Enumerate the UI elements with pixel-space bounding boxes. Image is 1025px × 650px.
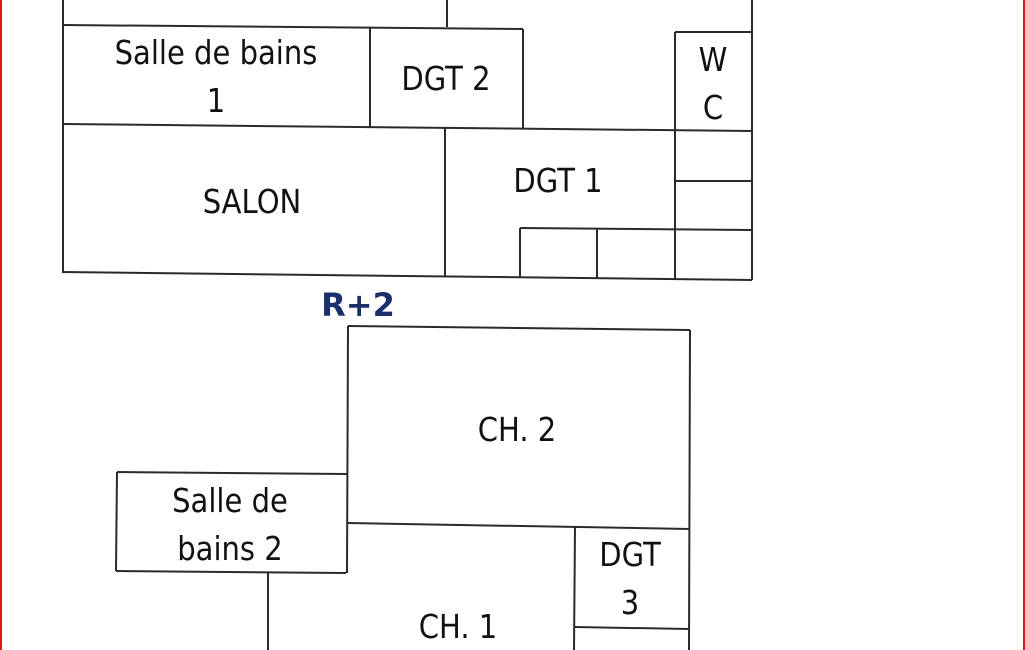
lower-floor-walls [115,325,691,650]
room-label-salle-de-bains-1-line2: 1 [207,82,225,120]
level-label: R+2 [321,286,395,324]
lower-floor-labels: CH. 2 Salle de bains 2 DGT 3 CH. 1 [172,411,662,646]
room-label-dgt-3-line1: DGT [599,536,662,574]
room-label-dgt-2: DGT 2 [401,60,490,98]
room-label-salle-de-bains-2-line1: Salle de [172,482,288,520]
room-label-ch-2: CH. 2 [478,411,557,449]
room-label-salon: SALON [203,183,302,221]
room-label-wc-line1: W [699,41,728,79]
room-label-salle-de-bains-1-line1: Salle de bains [115,34,318,72]
room-label-salle-de-bains-2-line2: bains 2 [177,530,283,568]
room-label-wc-line2: C [703,89,723,127]
upper-floor-labels: Salle de bains 1 DGT 2 W C SALON DGT 1 [115,34,728,221]
room-label-dgt-3-line2: 3 [621,584,639,622]
room-label-ch-1: CH. 1 [419,608,498,646]
room-label-dgt-1: DGT 1 [513,162,602,200]
upper-floor-walls [61,0,753,281]
